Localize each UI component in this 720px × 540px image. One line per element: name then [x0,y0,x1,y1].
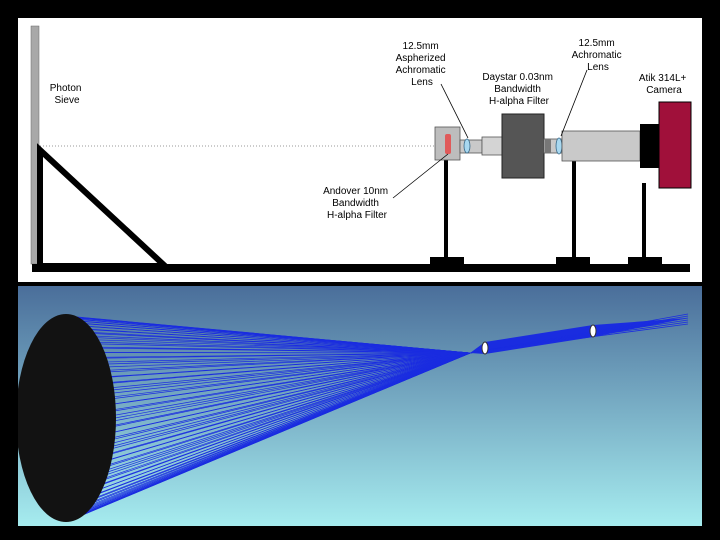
camera-body [658,101,692,189]
andover-filter-label: Andover 10nm Bandwidth H-alpha Filter [323,186,391,221]
daystar-filter-body [501,113,545,179]
ray [53,352,471,518]
ray [47,352,471,513]
photon-sieve-label: Photon Sieve [50,83,84,106]
ray [107,352,471,473]
aspherized-lens-label: 12.5mm Aspherized Achromatic Lens [396,41,449,88]
daystar-filter-label: Daystar 0.03nm Bandwidth H-alpha Filter [482,72,555,107]
ray [98,341,471,354]
achromatic-lens-label: 12.5mm Achromatic Lens [572,38,625,73]
ray [60,352,471,520]
ray [96,337,471,354]
camera-front [640,124,659,168]
lens-tube-2-collar [545,139,551,153]
achromatic-lens [555,137,563,155]
ray [84,323,471,354]
ray [114,352,471,412]
ray [87,326,471,354]
optical-setup-diagram: Photon Sieve 12.5mm Aspherized Achromati… [18,18,702,282]
ray [105,352,471,359]
ray [114,352,471,405]
ray [38,352,471,503]
ray [113,352,471,391]
ray [35,337,471,354]
mount-posts [430,158,662,269]
extension-tube [561,130,641,162]
ray [35,352,471,499]
lens-rings [481,324,597,355]
ray [107,352,471,365]
ray [57,352,471,519]
leader-lines [392,69,588,199]
ray [114,352,471,419]
ray [109,352,471,371]
ray [41,352,471,507]
ray [44,352,471,510]
ray [101,346,471,354]
ray [103,352,471,354]
ray [111,352,471,384]
aspherized-lens [463,138,471,154]
beam-ray [469,323,689,354]
ray-trace-render [18,286,702,526]
ray [93,333,471,354]
ray-lens-1 [481,341,489,355]
optical-setup-drawing: Photon Sieve 12.5mm Aspherized Achromati… [30,25,692,272]
sieve-support-frame [37,143,173,269]
ray-trace-drawing [18,286,702,526]
ray [113,352,471,398]
andover-filter [445,134,451,154]
ray [110,352,471,377]
ray [90,329,471,354]
lens-tube-1 [459,139,483,154]
ray [81,320,471,354]
sieve-aperture-disk [18,314,116,522]
ray [113,352,471,447]
filter-adapter [481,136,503,156]
camera-label: Atik 314L+ Camera [639,73,689,96]
ray [50,352,471,516]
optical-rail [32,264,690,272]
ray-lens-2 [589,324,597,338]
